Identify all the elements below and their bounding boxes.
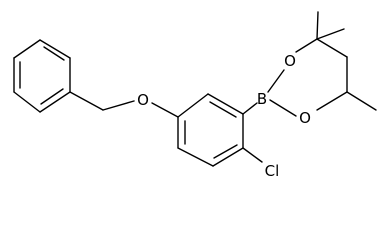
boron-label: B	[257, 90, 267, 108]
ring-oxygen-lower-label: O	[299, 109, 311, 127]
c-b-bond	[242, 102, 258, 115]
benzyl-oxy-linker	[69, 91, 179, 118]
phenyl-ring	[13, 39, 71, 113]
atom-labels: O B O O Cl	[137, 52, 311, 180]
chlorophenyl-ring	[177, 93, 244, 167]
molecule-diagram: O B O O Cl	[13, 11, 377, 180]
dioxaborinane-ring	[267, 38, 348, 117]
structure-canvas: O B O O Cl	[13, 11, 377, 180]
methyl-groups	[316, 11, 377, 111]
c-cl-bond	[242, 147, 263, 163]
ring-oxygen-upper-label: O	[284, 52, 296, 70]
ether-oxygen-label: O	[137, 91, 149, 109]
chlorine-label: Cl	[265, 162, 280, 180]
